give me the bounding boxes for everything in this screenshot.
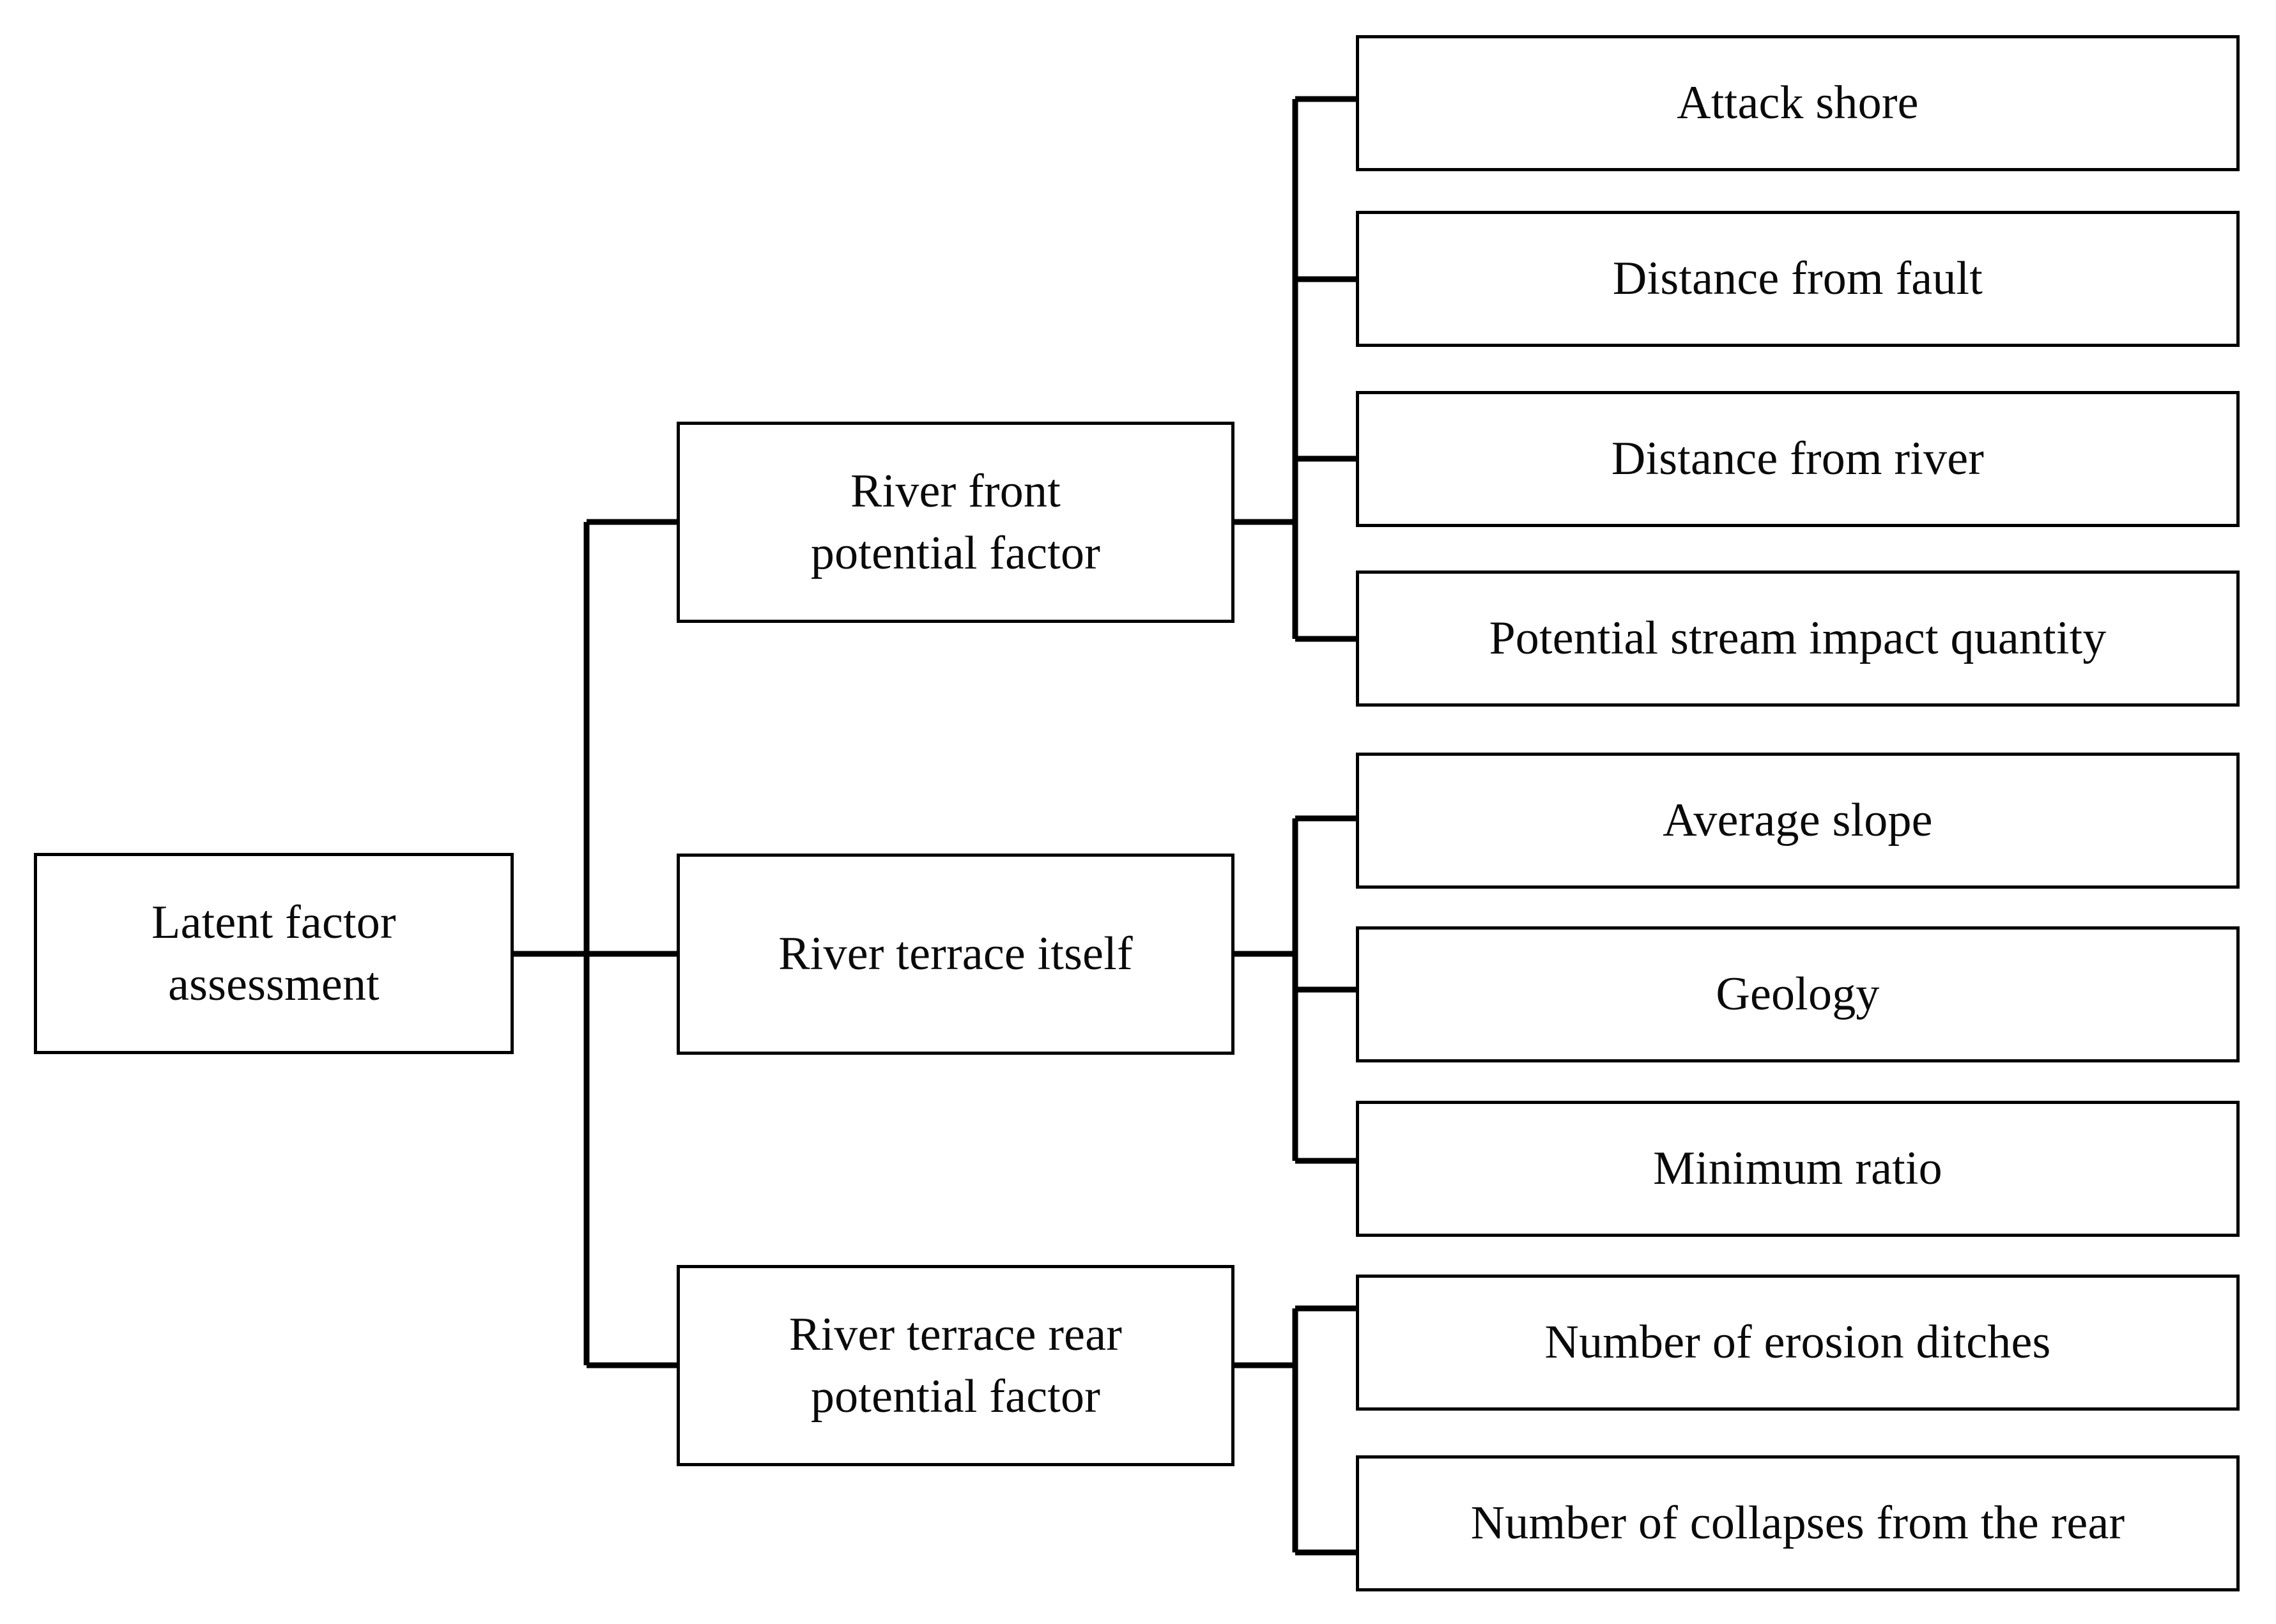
node-branch-river-terrace-rear-potential-factor[interactable]: River terrace rear potential factor (677, 1265, 1234, 1466)
node-leaf-number-of-erosion-ditches[interactable]: Number of erosion ditches (1356, 1275, 2240, 1411)
node-leaf-3-2-label: Number of collapses from the rear (1470, 1497, 2125, 1550)
node-leaf-distance-from-fault[interactable]: Distance from fault (1356, 211, 2240, 347)
node-root-label: Latent factor assessment (151, 896, 396, 1011)
node-branch-3-label: River terrace rear potential factor (788, 1308, 1123, 1423)
node-leaf-3-1-label: Number of erosion ditches (1544, 1316, 2051, 1369)
node-leaf-2-1-label: Average slope (1663, 794, 1933, 847)
node-leaf-number-of-collapses-from-the-rear[interactable]: Number of collapses from the rear (1356, 1455, 2240, 1591)
node-branch-2-label: River terrace itself (778, 928, 1133, 981)
node-leaf-minimum-ratio[interactable]: Minimum ratio (1356, 1101, 2240, 1237)
node-leaf-attack-shore[interactable]: Attack shore (1356, 35, 2240, 171)
node-leaf-distance-from-river[interactable]: Distance from river (1356, 391, 2240, 527)
node-leaf-2-2-label: Geology (1716, 968, 1880, 1021)
node-leaf-geology[interactable]: Geology (1356, 926, 2240, 1062)
node-leaf-1-2-label: Distance from fault (1612, 252, 1983, 305)
node-branch-1-label: River front potential factor (810, 465, 1101, 579)
node-leaf-1-4-label: Potential stream impact quantity (1489, 612, 2107, 665)
node-leaf-potential-stream-impact-quantity[interactable]: Potential stream impact quantity (1356, 571, 2240, 707)
node-branch-river-terrace-itself[interactable]: River terrace itself (677, 854, 1234, 1055)
node-root[interactable]: Latent factor assessment (34, 853, 514, 1054)
node-leaf-1-3-label: Distance from river (1611, 433, 1985, 486)
node-leaf-2-3-label: Minimum ratio (1653, 1142, 1942, 1195)
node-leaf-average-slope[interactable]: Average slope (1356, 753, 2240, 889)
node-leaf-1-1-label: Attack shore (1677, 77, 1919, 130)
node-branch-river-front-potential-factor[interactable]: River front potential factor (677, 422, 1234, 623)
